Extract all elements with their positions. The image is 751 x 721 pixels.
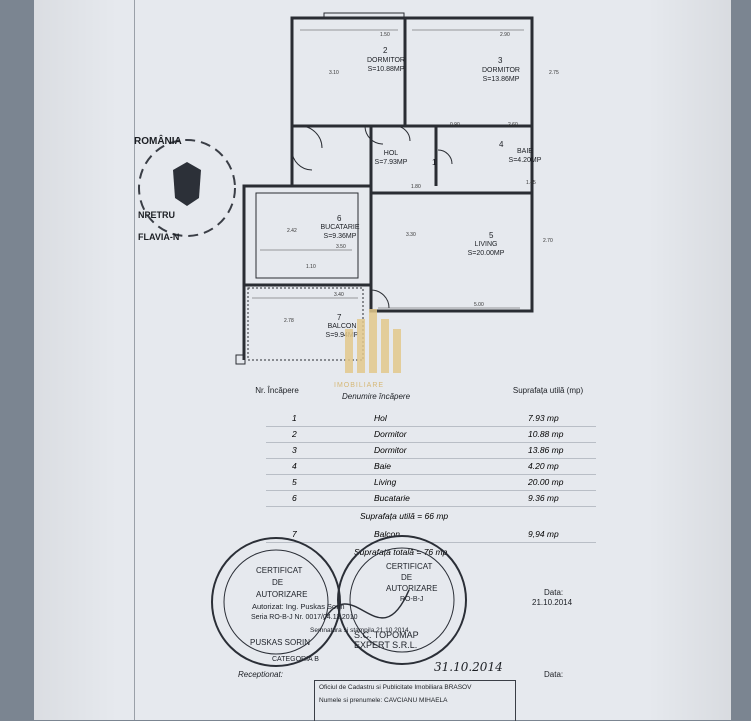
room-number: 1 xyxy=(432,158,437,167)
ocpi-box: Oficiul de Cadastru si Publicitate Imobi… xyxy=(314,680,516,721)
certificate-author: Autorizat: Ing. Puskas Sorin xyxy=(252,602,345,611)
stamp1-line: CERTIFICAT xyxy=(256,566,303,575)
ocpi-name: Numele si prenumele: CAVCIANU MIHAELA xyxy=(319,697,448,704)
certificate-stamps xyxy=(211,535,467,667)
dimension-label: 2.42 xyxy=(287,228,297,234)
table-header-nr: Nr. Încăpere xyxy=(255,386,299,395)
certificate-name: PUSKAS SORIN xyxy=(250,638,311,647)
table-header-area: Suprafața utilă (mp) xyxy=(512,386,584,395)
ocpi-office: Oficiul de Cadastru si Publicitate Imobi… xyxy=(319,684,472,691)
official-seal xyxy=(138,139,236,237)
certificate-category: CATEGORIA B xyxy=(272,656,319,663)
dimension-label: 2.70 xyxy=(543,238,553,244)
seal-line: NPETRU xyxy=(138,210,176,220)
stamp2-line: RO-B-J xyxy=(400,596,424,603)
dimension-label: 2.90 xyxy=(500,32,510,38)
table-total-row: Suprafața totală = 76 mp xyxy=(354,547,448,557)
room-number: 5 xyxy=(489,231,494,240)
dimension-label: 5.00 xyxy=(474,302,484,308)
company-name: S.C. TOPOMAP EXPERT S.R.L. xyxy=(354,630,419,650)
dimension-label: 3.40 xyxy=(334,292,344,298)
seal-line: FLAVIA-N xyxy=(138,232,180,242)
dimension-label: 3.30 xyxy=(406,232,416,238)
data-value: 21.10.2014 xyxy=(532,598,573,607)
floor-plan xyxy=(235,12,534,365)
stamp2-line: DE xyxy=(401,573,413,582)
dimension-label: 1.80 xyxy=(411,184,421,190)
stamp1-line: AUTORIZARE xyxy=(256,590,308,599)
room-number: 6 xyxy=(337,214,342,223)
room-number: 2 xyxy=(383,46,388,55)
dimension-label: 3.50 xyxy=(336,244,346,250)
room-number: 7 xyxy=(337,313,342,322)
dimension-label: 2.75 xyxy=(549,70,559,76)
data-label-2: Data: xyxy=(544,670,564,679)
certificate-signature: Semnatura si stampila 21.10.2014 xyxy=(310,627,409,634)
dimension-label: 0.90 xyxy=(450,122,460,128)
dimension-label: 2.78 xyxy=(284,318,294,324)
room-number: 3 xyxy=(498,56,503,65)
received-label: Receptionat: xyxy=(238,670,283,679)
watermark-text: IMOBILIARE xyxy=(334,382,385,389)
seal-country: ROMÂNIA xyxy=(134,136,182,147)
watermark-logo xyxy=(345,309,401,373)
table-header-name: Denumire încăpere xyxy=(342,392,411,401)
stamp1-line: DE xyxy=(272,578,284,587)
margin-line xyxy=(134,0,135,720)
dimension-label: 3.10 xyxy=(329,70,339,76)
room-number: 4 xyxy=(499,140,504,149)
dimension-label: 1.50 xyxy=(380,32,390,38)
table-subtotal-row: Suprafața utilă = 66 mp xyxy=(360,511,449,521)
stamp2-line: CERTIFICAT xyxy=(386,562,433,571)
dimension-label: 1.45 xyxy=(526,180,536,186)
data-label: Data: xyxy=(544,588,564,597)
stamp2-line: AUTORIZARE xyxy=(386,584,438,593)
dimension-label: 2.60 xyxy=(508,122,518,128)
dimension-label: 1.10 xyxy=(306,264,316,270)
received-date: 31.10.2014 xyxy=(434,660,503,674)
certificate-serial: Seria RO-B-J Nr. 0017/04.11.2010 xyxy=(251,614,358,621)
